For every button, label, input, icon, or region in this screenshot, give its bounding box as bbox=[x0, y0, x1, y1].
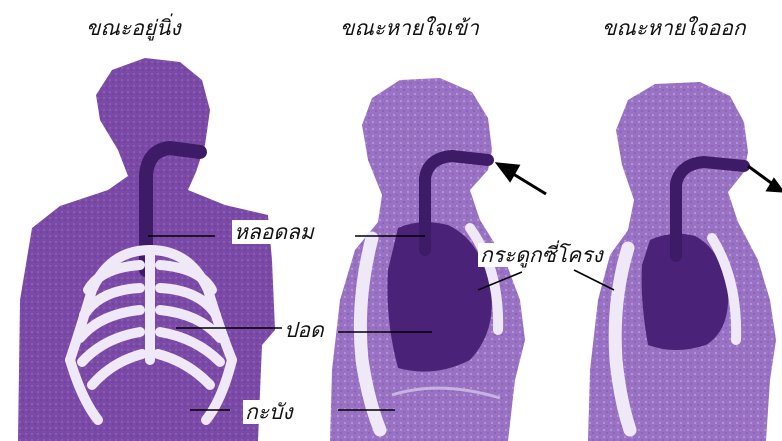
title-exhaling: ขณะหายใจออก bbox=[602, 18, 746, 39]
label-ribs: กระดูกซี่โครง bbox=[478, 243, 605, 267]
inhale-arrow bbox=[498, 164, 546, 194]
label-diaphragm: กะบัง bbox=[243, 400, 295, 424]
label-trachea: หลอดลม bbox=[232, 220, 316, 244]
title-inhaling: ขณะหายใจเข้า bbox=[340, 18, 479, 39]
title-at-rest: ขณะอยู่นิ่ง bbox=[86, 18, 181, 39]
figure-exhale bbox=[588, 82, 776, 441]
label-lungs: ปอด bbox=[282, 318, 326, 342]
figure-rest bbox=[18, 58, 275, 441]
exhale-arrow bbox=[748, 166, 782, 191]
